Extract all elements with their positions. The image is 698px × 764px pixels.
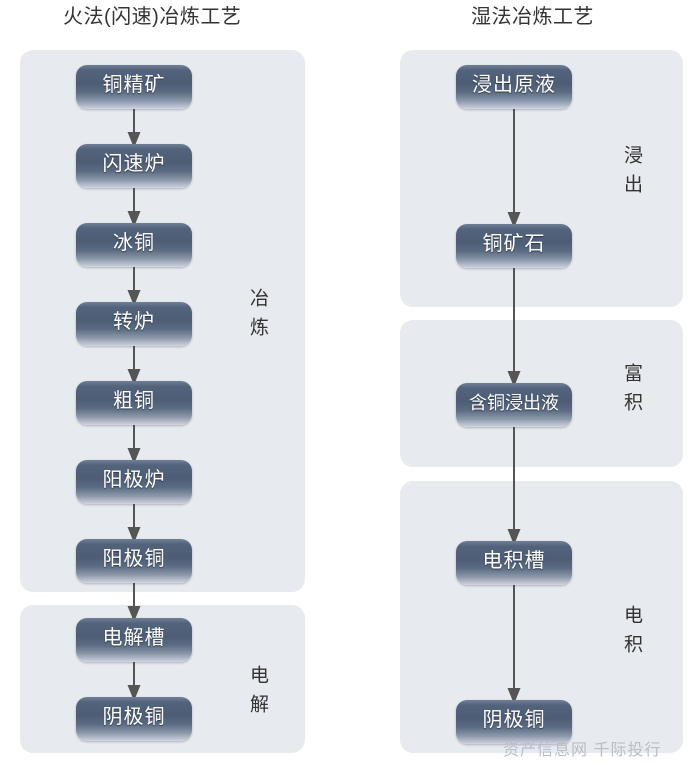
- process-box-label: 阳极炉: [102, 469, 166, 491]
- arrow-right-3: [505, 425, 523, 545]
- arrow-right-4: [505, 584, 523, 704]
- left-column-title: 火法(闪速)冶炼工艺: [63, 6, 242, 28]
- process-box-cutong[interactable]: 粗铜: [76, 381, 192, 425]
- process-box-tongjingkuang[interactable]: 铜精矿: [76, 65, 192, 109]
- process-box-zhuanlu[interactable]: 转炉: [76, 302, 192, 346]
- process-box-jinchuyuanye[interactable]: 浸出原液: [456, 65, 572, 109]
- stage-label-leaching: 浸出: [621, 145, 642, 203]
- process-box-tongkuangshi[interactable]: 铜矿石: [456, 224, 572, 268]
- process-box-label: 阴极铜: [102, 706, 166, 728]
- arrow-left-6: [125, 503, 143, 543]
- process-box-label: 含铜浸出液: [469, 393, 559, 413]
- arrow-left-1: [125, 108, 143, 148]
- process-box-label: 转炉: [113, 311, 155, 333]
- process-box-label: 阴极铜: [482, 709, 546, 731]
- process-box-label: 电积槽: [482, 550, 546, 572]
- process-box-label: 电解槽: [102, 627, 166, 649]
- arrow-left-3: [125, 266, 143, 306]
- process-box-yangjitong[interactable]: 阳极铜: [76, 539, 192, 583]
- process-box-label: 冰铜: [113, 232, 155, 254]
- stage-label-electrowinning: 电积: [621, 605, 642, 663]
- process-box-label: 粗铜: [113, 390, 155, 412]
- arrow-left-8: [125, 661, 143, 701]
- arrow-right-1: [505, 108, 523, 228]
- process-box-label: 闪速炉: [102, 153, 166, 175]
- arrow-left-5: [125, 424, 143, 464]
- process-box-hantongjinchuye[interactable]: 含铜浸出液: [456, 383, 572, 427]
- process-box-yangjilu[interactable]: 阳极炉: [76, 460, 192, 504]
- arrow-left-2: [125, 187, 143, 227]
- watermark-text: 资产信息网 千际投行: [503, 742, 662, 759]
- process-box-shansulu[interactable]: 闪速炉: [76, 144, 192, 188]
- stage-label-smelting: 冶炼: [247, 288, 268, 346]
- right-column-title: 湿法冶炼工艺: [471, 6, 594, 28]
- process-box-bingtong[interactable]: 冰铜: [76, 223, 192, 267]
- process-box-yinjitong-right[interactable]: 阴极铜: [456, 700, 572, 744]
- process-box-dianjiecao[interactable]: 电解槽: [76, 618, 192, 662]
- process-box-label: 浸出原液: [472, 74, 556, 96]
- stage-label-enrichment: 富积: [621, 363, 642, 421]
- arrow-left-4: [125, 345, 143, 385]
- arrow-right-2: [505, 267, 523, 387]
- process-box-dianjicao[interactable]: 电积槽: [456, 541, 572, 585]
- process-box-label: 阳极铜: [102, 548, 166, 570]
- process-box-yinjitong-left[interactable]: 阴极铜: [76, 697, 192, 741]
- process-box-label: 铜矿石: [482, 233, 546, 255]
- stage-label-electrolysis: 电解: [247, 665, 268, 723]
- process-box-label: 铜精矿: [102, 74, 166, 96]
- arrow-left-7: [125, 582, 143, 622]
